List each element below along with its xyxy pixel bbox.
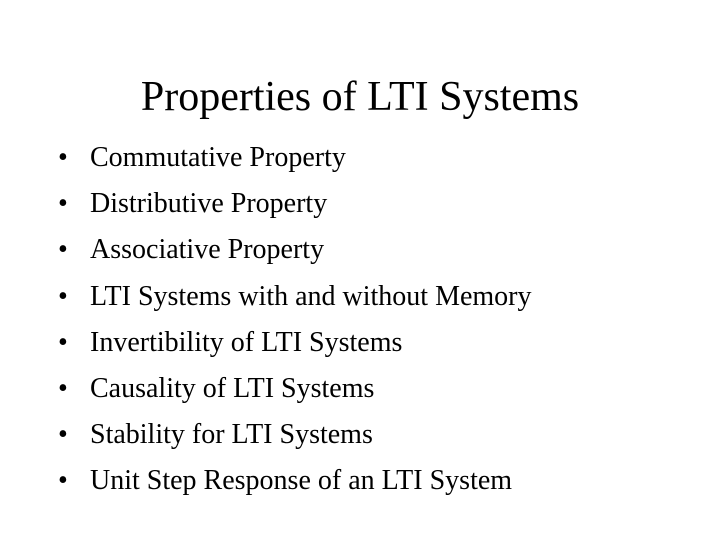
list-item: • Invertibility of LTI Systems — [58, 324, 532, 370]
bullet-icon: • — [58, 326, 68, 358]
bullet-text: Causality of LTI Systems — [90, 372, 375, 404]
bullet-icon: • — [58, 234, 68, 266]
bullet-text: Stability for LTI Systems — [90, 419, 373, 451]
bullet-icon: • — [58, 372, 68, 404]
bullet-list: • Commutative Property • Distributive Pr… — [58, 139, 532, 509]
bullet-text: Unit Step Response of an LTI System — [90, 465, 513, 497]
list-item: • Associative Property — [58, 231, 532, 277]
slide-title: Properties of LTI Systems — [140, 74, 580, 120]
bullet-icon: • — [58, 142, 68, 173]
bullet-text: Distributive Property — [90, 188, 328, 220]
list-item: • Stability for LTI Systems — [58, 416, 532, 462]
bullet-icon: • — [58, 188, 68, 220]
list-item: • Distributive Property — [58, 185, 532, 231]
list-item: • Commutative Property — [58, 139, 532, 185]
bullet-icon: • — [58, 419, 68, 451]
bullet-icon: • — [58, 280, 68, 312]
bullet-text: Invertibility of LTI Systems — [90, 326, 403, 358]
bullet-icon: • — [58, 465, 68, 497]
list-item: • Unit Step Response of an LTI System — [58, 462, 532, 508]
list-item: • LTI Systems with and without Memory — [58, 278, 532, 324]
bullet-text: LTI Systems with and without Memory — [90, 280, 532, 312]
bullet-text: Associative Property — [90, 234, 325, 266]
bullet-text: Commutative Property — [90, 142, 346, 173]
list-item: • Causality of LTI Systems — [58, 370, 532, 416]
